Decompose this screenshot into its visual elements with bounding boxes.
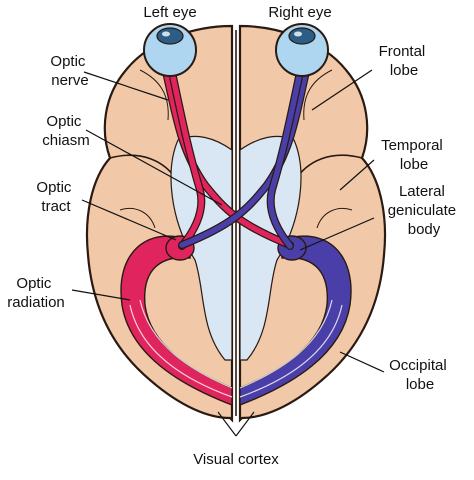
label-occipital-lobe: Occipital lobe bbox=[389, 357, 451, 393]
right-optic-radiation bbox=[239, 235, 352, 407]
leader-optic-radiation bbox=[71, 289, 131, 301]
label-optic-radiation: Optic radiation bbox=[7, 275, 65, 311]
leader-visual-cortex-right bbox=[235, 411, 255, 437]
label-visual-cortex: Visual cortex bbox=[193, 451, 279, 468]
brain bbox=[85, 24, 387, 423]
label-right-eye: Right eye bbox=[268, 4, 331, 21]
leader-optic-chiasm bbox=[85, 129, 223, 206]
left-eye bbox=[143, 23, 197, 77]
label-frontal-lobe: Frontal lobe bbox=[379, 43, 430, 79]
label-lateral-geniculate-body: Lateral geniculate body bbox=[388, 183, 461, 238]
label-left-eye: Left eye bbox=[143, 4, 196, 21]
right-inner-region bbox=[239, 135, 302, 361]
left-hemisphere bbox=[85, 24, 234, 423]
left-inner-region bbox=[170, 135, 233, 361]
left-optic-radiation bbox=[120, 235, 233, 407]
leader-optic-tract bbox=[81, 199, 177, 241]
leader-occipital-lobe bbox=[339, 351, 385, 373]
label-temporal-lobe: Temporal lobe bbox=[381, 137, 447, 173]
leader-temporal-lobe bbox=[339, 159, 375, 191]
leader-lines bbox=[71, 69, 385, 437]
right-eye bbox=[275, 23, 329, 77]
right-hemisphere bbox=[238, 24, 387, 423]
leader-lateral-geniculate-body bbox=[299, 217, 375, 251]
label-optic-chiasm: Optic chiasm bbox=[42, 113, 90, 149]
leader-visual-cortex-left bbox=[217, 411, 237, 437]
labels: Left eye Right eye Optic nerve Optic chi… bbox=[7, 4, 461, 468]
leader-optic-nerve bbox=[83, 71, 169, 101]
label-optic-nerve: Optic nerve bbox=[50, 53, 89, 89]
inner-regions bbox=[170, 135, 302, 361]
left-visual-pathway bbox=[162, 68, 294, 250]
leader-frontal-lobe bbox=[311, 69, 373, 111]
right-visual-pathway bbox=[178, 68, 310, 250]
label-optic-tract: Optic tract bbox=[36, 179, 75, 215]
